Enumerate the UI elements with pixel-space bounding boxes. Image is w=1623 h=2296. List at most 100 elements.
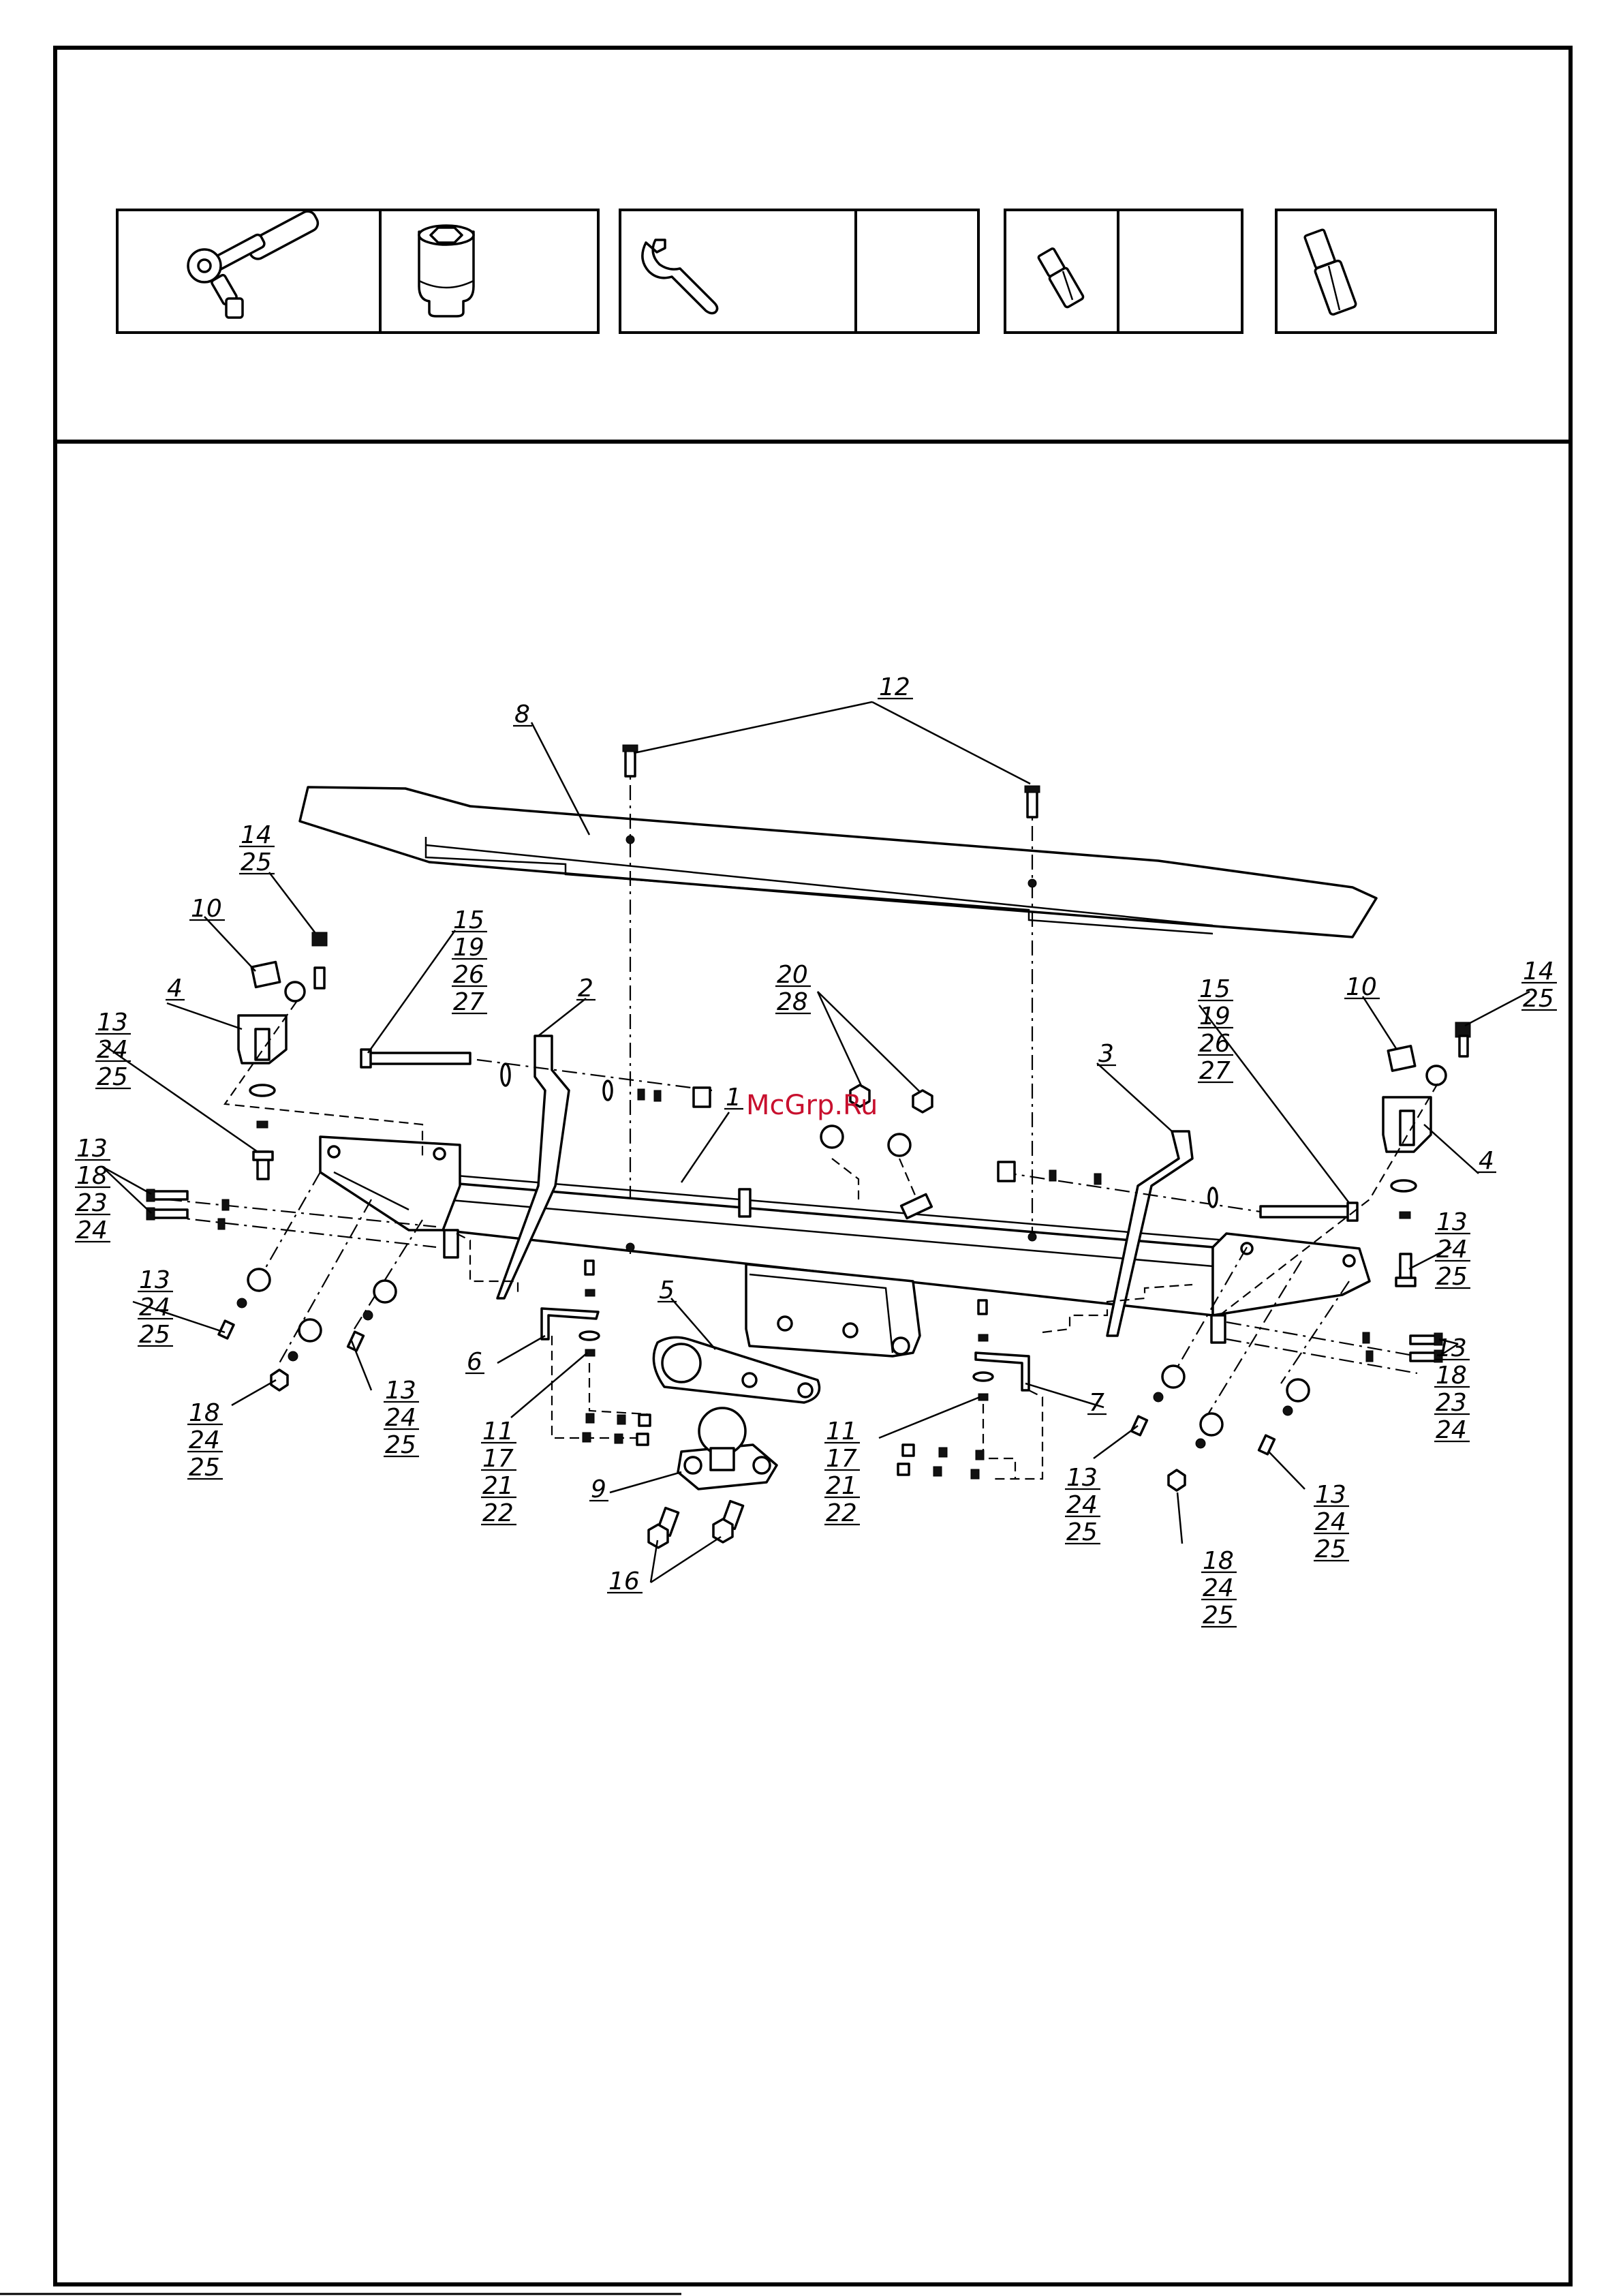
callout-c16: 16: [607, 1567, 643, 1595]
callout-number: 13: [1436, 1208, 1468, 1236]
callout-number: 22: [482, 1499, 514, 1527]
callout-c3: 3: [1097, 1040, 1116, 1068]
callout-number: 25: [1203, 1602, 1234, 1629]
callout-number: 10: [191, 895, 222, 923]
callout-number: 15: [1199, 975, 1231, 1003]
callout-number: 28: [777, 988, 808, 1016]
callout-number: 26: [453, 961, 484, 989]
callout-c2: 2: [576, 975, 596, 1002]
callout-number: 24: [1066, 1491, 1098, 1519]
callout-number: 4: [1479, 1147, 1494, 1175]
callout-number: 19: [1199, 1002, 1231, 1030]
callout-c4R: 4: [1477, 1147, 1496, 1175]
callout-number: 24: [385, 1404, 416, 1432]
tools-panel: [117, 209, 1496, 333]
callout-c4L: 4: [166, 975, 185, 1002]
callout-number: 25: [241, 848, 272, 876]
callout-number: 14: [1523, 958, 1554, 985]
callout-number: 26: [1199, 1030, 1231, 1058]
callout-number: 21: [826, 1472, 857, 1500]
ratchet-wrench-icon: [188, 209, 321, 318]
callout-number: 25: [97, 1063, 128, 1091]
callout-c7: 7: [1087, 1389, 1107, 1417]
callout-number: 24: [139, 1294, 170, 1321]
callout-number: 24: [189, 1426, 220, 1454]
cage-nut-left: [251, 962, 279, 988]
callout-number: 23: [1436, 1389, 1467, 1417]
callout-c8: 8: [513, 701, 532, 729]
callout-number: 9: [591, 1475, 606, 1503]
callout-number: 7: [1089, 1389, 1104, 1417]
bolt-16-left: [649, 1508, 679, 1548]
watermark-text: McGrp.Ru: [746, 1090, 878, 1121]
callout-number: 3: [1098, 1040, 1114, 1068]
callout-number: 17: [482, 1445, 514, 1473]
callout-number: 13: [139, 1266, 170, 1294]
callout-c12: 12: [878, 673, 913, 701]
callout-number: 1: [726, 1084, 741, 1112]
callout-number: 2: [578, 975, 593, 1002]
tow-ball-9: [678, 1408, 777, 1489]
cage-nut-right: [1388, 1046, 1415, 1071]
socket-head-icon: [419, 226, 474, 316]
callout-number: 13: [1315, 1481, 1346, 1509]
callout-number: 24: [1436, 1416, 1467, 1444]
callout-number: 25: [1523, 985, 1554, 1013]
long-bolt-right: [1261, 1203, 1357, 1221]
callout-number: 25: [1066, 1518, 1098, 1546]
callout-c1: 1: [724, 1084, 743, 1112]
callout-number: 22: [826, 1499, 857, 1527]
bolt-12-right: [1025, 786, 1040, 817]
nut-20-right: [913, 1090, 932, 1112]
callout-number: 25: [139, 1321, 170, 1349]
tool-box-4: [1276, 210, 1496, 333]
callout-number: 25: [1315, 1535, 1346, 1563]
callout-number: 13: [385, 1377, 416, 1405]
callout-number: 11: [482, 1418, 514, 1445]
callout-number: 18: [76, 1162, 108, 1190]
callout-number: 18: [1436, 1362, 1467, 1390]
callout-number: 19: [453, 934, 484, 962]
callout-number: 24: [1203, 1574, 1234, 1602]
screwdriver-bit-small-icon: [1038, 248, 1084, 308]
bolt-16-right: [713, 1501, 743, 1542]
callout-number: 10: [1346, 973, 1377, 1001]
callout-number: 18: [1203, 1547, 1234, 1575]
callout-number: 11: [826, 1418, 857, 1445]
callout-number: 24: [1436, 1236, 1468, 1264]
screwdriver-bit-large-icon: [1304, 229, 1357, 315]
bolt-12-left: [623, 745, 638, 776]
callout-c6: 6: [465, 1348, 484, 1376]
callout-number: 24: [76, 1216, 108, 1244]
tool-box-3: [1005, 210, 1242, 333]
callout-number: 6: [467, 1348, 482, 1376]
callout-number: 21: [482, 1472, 514, 1500]
callout-number: 13: [1066, 1464, 1098, 1492]
callout-number: 13: [76, 1135, 108, 1163]
callout-c13L2: 13182324: [75, 1135, 110, 1244]
callout-number: 14: [241, 821, 272, 849]
callout-number: 15: [453, 906, 484, 934]
callout-number: 13: [97, 1009, 128, 1037]
callout-number: 24: [1315, 1508, 1346, 1536]
callout-number: 25: [385, 1431, 416, 1459]
callout-number: 23: [76, 1189, 108, 1217]
callout-number: 8: [514, 701, 530, 729]
callout-number: 16: [608, 1567, 640, 1595]
callout-number: 4: [167, 975, 183, 1002]
